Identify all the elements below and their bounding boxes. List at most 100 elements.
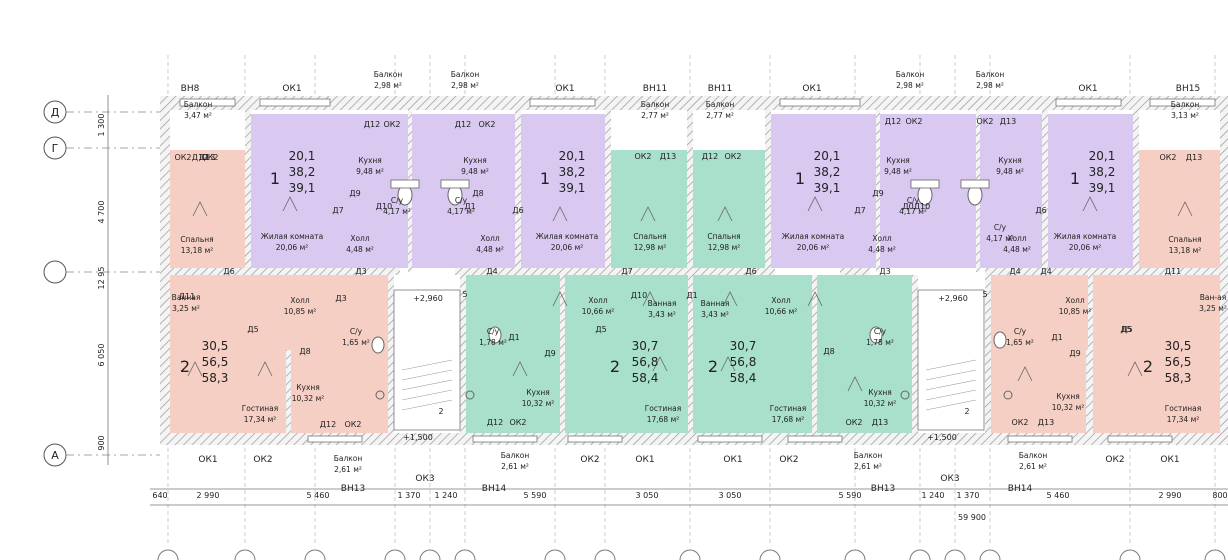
window-opening bbox=[472, 435, 538, 443]
walls bbox=[160, 96, 1228, 445]
apartment-area: 30,5 bbox=[1165, 339, 1192, 353]
door-label: Д13 bbox=[1000, 117, 1016, 126]
window-opening bbox=[1007, 435, 1073, 443]
wall-segment bbox=[455, 268, 775, 275]
dimension-label: 1 240 bbox=[435, 491, 458, 500]
window-opening bbox=[307, 435, 363, 443]
room-name: Холл bbox=[350, 234, 370, 243]
wall-segment bbox=[160, 268, 400, 275]
room-name: Кухня bbox=[296, 383, 320, 392]
toilet-fixture bbox=[371, 336, 385, 354]
apartment-area: 39,1 bbox=[814, 181, 841, 195]
balcony-area: 2,61 м² bbox=[334, 465, 362, 474]
opening-label: ОК1 bbox=[1160, 455, 1179, 465]
axis-bubble bbox=[454, 549, 476, 560]
dimension-label: 2 990 bbox=[1159, 491, 1182, 500]
room-name: Гостиная bbox=[645, 404, 682, 413]
room-name: С/у bbox=[1014, 327, 1027, 336]
level-mark: +1,500 bbox=[403, 433, 433, 442]
room-name: Жилая комната bbox=[782, 232, 844, 241]
door-label: ОК2 bbox=[344, 420, 361, 429]
room-name: Холл bbox=[1007, 234, 1027, 243]
room-area: 4,17 м² bbox=[383, 207, 411, 216]
stairwell bbox=[393, 289, 461, 431]
axis-bubble bbox=[544, 549, 566, 560]
door-label: Д8 bbox=[299, 347, 310, 356]
apartment-number: 2 bbox=[180, 357, 190, 376]
stairwell bbox=[917, 289, 985, 431]
room-name: С/у bbox=[907, 196, 920, 205]
balcony-area: 2,61 м² bbox=[1019, 462, 1047, 471]
view-mark bbox=[1082, 196, 1098, 212]
dimension-label: 4 700 bbox=[97, 201, 106, 224]
view-mark bbox=[257, 361, 273, 377]
apartment-area: 58,4 bbox=[730, 371, 757, 385]
room-name: Спальня bbox=[1168, 235, 1201, 244]
view-mark bbox=[282, 196, 298, 212]
opening-label: ВН14 bbox=[1008, 484, 1033, 494]
door-label: ОК2 bbox=[1159, 153, 1176, 162]
opening-label: ВН8 bbox=[181, 84, 200, 94]
balcony-area: 2,98 м² bbox=[896, 81, 924, 90]
level-mark: +2,960 bbox=[938, 294, 968, 303]
room-name: Кухня bbox=[998, 156, 1022, 165]
room-name: С/у bbox=[874, 327, 887, 336]
balcony-name: Балкон bbox=[184, 100, 213, 109]
balcony-name: Балкон bbox=[374, 70, 403, 79]
room-fill-green bbox=[692, 150, 766, 268]
wall-segment bbox=[687, 110, 693, 272]
toilet-fixture bbox=[488, 326, 502, 344]
axis-bubble bbox=[1204, 549, 1226, 560]
window-opening bbox=[567, 435, 623, 443]
door-label: Д9 bbox=[1069, 349, 1080, 358]
door-label: Д12 bbox=[885, 117, 901, 126]
room-name: Жилая комната bbox=[536, 232, 598, 241]
room-area: 17,68 м² bbox=[647, 415, 680, 424]
apartment-area: 58,4 bbox=[632, 371, 659, 385]
room-area: 1,78 м² bbox=[479, 338, 507, 347]
opening-label: ОК1 bbox=[802, 84, 821, 94]
room-area: 4,48 м² bbox=[868, 245, 896, 254]
room-fill-purple bbox=[410, 114, 518, 268]
opening-label: ВН11 bbox=[643, 84, 667, 94]
opening-label: ОК1 bbox=[282, 84, 301, 94]
opening-label: ОК2 bbox=[580, 455, 599, 465]
door-label: ОК2 bbox=[905, 117, 922, 126]
dimension-label: 1 370 bbox=[957, 491, 980, 500]
stair-step bbox=[925, 399, 977, 411]
room-name: Спальня bbox=[707, 232, 740, 241]
room-name: Кухня bbox=[886, 156, 910, 165]
room-name: Ванная bbox=[648, 299, 677, 308]
room-name: Жилая комната bbox=[261, 232, 323, 241]
dimension-label: 59 900 bbox=[958, 513, 986, 522]
stair-step bbox=[925, 359, 977, 371]
room-area: 3,43 м² bbox=[701, 310, 729, 319]
balcony-name: Балкон bbox=[1019, 451, 1048, 460]
axis-bubble bbox=[419, 549, 441, 560]
door-label: Д12 bbox=[702, 152, 718, 161]
stair-step bbox=[925, 379, 977, 391]
door-label: Д6 bbox=[1035, 206, 1046, 215]
wall-segment bbox=[1133, 110, 1139, 272]
window-opening bbox=[787, 435, 843, 443]
apartment-area: 39,1 bbox=[1089, 181, 1116, 195]
opening-label: ВН15 bbox=[1176, 84, 1200, 94]
wall-segment bbox=[688, 275, 693, 435]
window-opening bbox=[779, 98, 861, 107]
level-mark: +2,960 bbox=[413, 294, 443, 303]
stair-step bbox=[925, 389, 977, 401]
apartment-area: 38,2 bbox=[1089, 165, 1116, 179]
toilet-fixture bbox=[869, 326, 883, 344]
room-area: 10,85 м² bbox=[284, 307, 317, 316]
door-label: ОК2 bbox=[383, 120, 400, 129]
door-label: ОК2 bbox=[634, 152, 651, 161]
dimension-label: 5 460 bbox=[1047, 491, 1070, 500]
stove-fixture bbox=[1003, 390, 1013, 400]
room-name: С/у bbox=[350, 327, 363, 336]
door-label: Д8 bbox=[472, 189, 483, 198]
door-label: Д6 bbox=[512, 206, 523, 215]
balcony-area: 2,77 м² bbox=[641, 111, 669, 120]
door-label: Д3 bbox=[355, 267, 366, 276]
opening-label: ОК1 bbox=[635, 455, 654, 465]
